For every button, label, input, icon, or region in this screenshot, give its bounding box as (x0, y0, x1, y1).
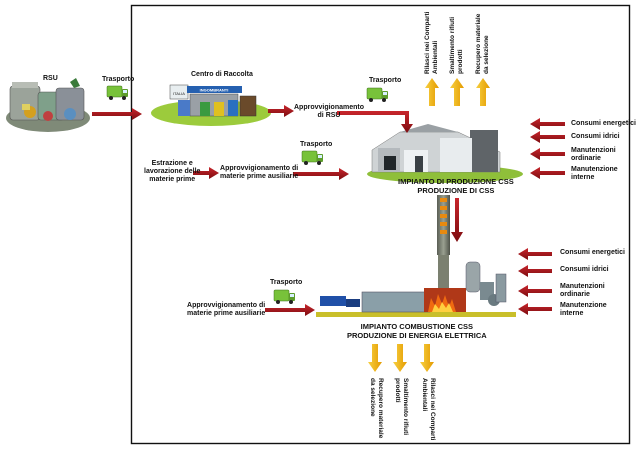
label-trasporto-2: Trasporto (369, 77, 402, 84)
label-centro-raccolta: Centro di Raccolta (191, 71, 253, 78)
label-trasporto-3: Trasporto (300, 141, 333, 148)
arrow-ausiliarie-to-plant (293, 168, 349, 180)
input-lower-consumi-energetici: Consumi energetici (560, 249, 625, 256)
label-rsu: RSU (43, 75, 58, 82)
label-trasporto-4: Trasporto (270, 279, 303, 286)
truck-icon-1 (106, 85, 128, 100)
arrow-estrazione-to-approv (193, 167, 219, 179)
diagram-frame (130, 4, 631, 445)
sign-ingombranti: INGOMBRANTI (200, 88, 229, 93)
arrow-ausiliarie-to-combustion (265, 304, 315, 316)
centro-raccolta-icon: ITALIA INGOMBRANTI (151, 84, 271, 126)
arrow-rsu-to-trasporto (92, 108, 142, 120)
rsu-garbage-icon (6, 78, 90, 132)
truck-icon-2 (366, 87, 388, 102)
input-upper-consumi-energetici: Consumi energetici (571, 120, 636, 127)
output-arrows-top (425, 78, 490, 106)
sign-italia: ITALIA (173, 91, 185, 96)
combustion-plant-icon (316, 195, 516, 317)
input-upper-consumi-idrici: Consumi idrici (571, 133, 620, 140)
truck-icon-3 (301, 150, 323, 165)
truck-icon-4 (273, 289, 295, 304)
output-arrows-bottom (368, 344, 434, 372)
input-lower-consumi-idrici: Consumi idrici (560, 266, 609, 273)
arrow-plant-to-combustion (451, 198, 463, 242)
input-arrows-upper (530, 118, 565, 179)
arrow-approv-to-plant (337, 111, 413, 133)
css-plant-icon (367, 124, 523, 183)
input-arrows-lower (518, 248, 552, 315)
label-trasporto-1: Trasporto (102, 76, 135, 83)
arrow-raccolta-to-approv (268, 105, 294, 117)
